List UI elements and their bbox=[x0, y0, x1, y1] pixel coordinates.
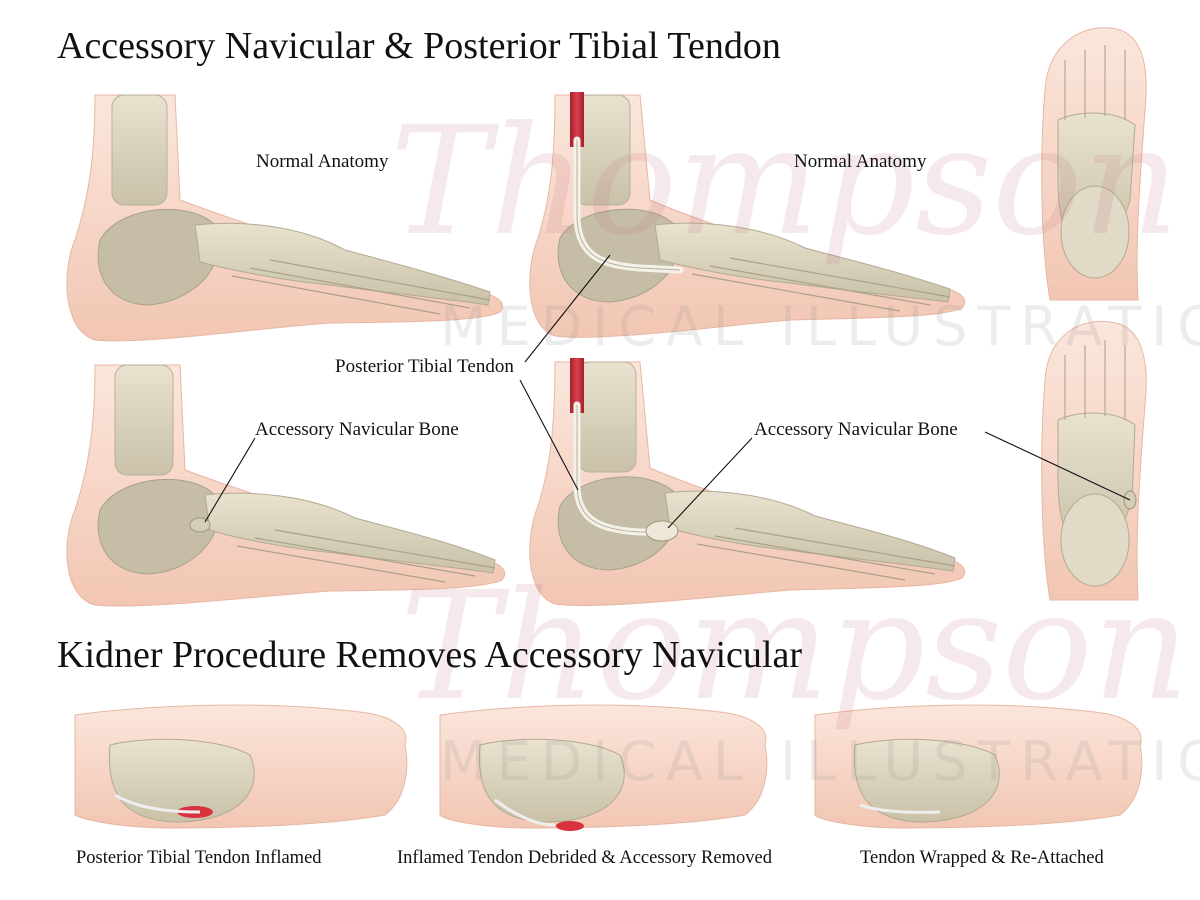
title-top: Accessory Navicular & Posterior Tibial T… bbox=[57, 25, 781, 67]
foot-dorsal-accessory bbox=[1041, 320, 1147, 601]
foot-lateral-accessory-tendon bbox=[529, 358, 966, 606]
label-accessory-navicular-right: Accessory Navicular Bone bbox=[754, 419, 958, 440]
foot-lateral-normal-left bbox=[66, 94, 503, 342]
label-normal-anatomy-right: Normal Anatomy bbox=[794, 151, 927, 172]
title-bottom: Kidner Procedure Removes Accessory Navic… bbox=[57, 634, 802, 676]
foot-procedure-1 bbox=[74, 704, 408, 829]
label-accessory-navicular-left: Accessory Navicular Bone bbox=[255, 419, 459, 440]
caption-tendon-reattached: Tendon Wrapped & Re-Attached bbox=[860, 848, 1104, 868]
leader-lines bbox=[204, 254, 1131, 529]
caption-tendon-inflamed: Posterior Tibial Tendon Inflamed bbox=[76, 848, 322, 868]
foot-lateral-normal-tendon bbox=[529, 92, 966, 338]
foot-dorsal-normal bbox=[1041, 27, 1147, 301]
foot-lateral-accessory-left bbox=[66, 364, 506, 607]
label-normal-anatomy-left: Normal Anatomy bbox=[256, 151, 389, 172]
caption-tendon-debrided: Inflamed Tendon Debrided & Accessory Rem… bbox=[397, 848, 772, 868]
foot-procedure-2 bbox=[439, 704, 768, 831]
foot-procedure-3 bbox=[814, 704, 1143, 829]
label-posterior-tibial-tendon: Posterior Tibial Tendon bbox=[335, 356, 514, 377]
